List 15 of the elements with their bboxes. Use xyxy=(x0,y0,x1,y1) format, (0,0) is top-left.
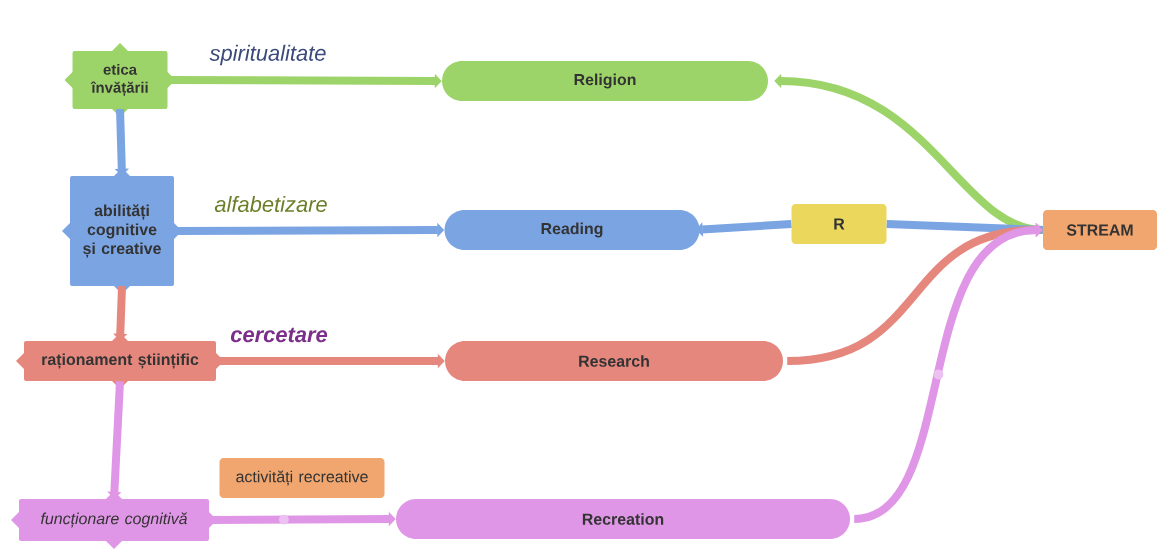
ribbon-arrow xyxy=(853,222,1043,523)
process-box: funcționare cognitivă xyxy=(11,491,217,549)
category-pill: Religion xyxy=(442,61,768,101)
process-box: raționament științific xyxy=(16,333,224,389)
process-box: etica învățării xyxy=(64,43,176,117)
label-box: STREAM xyxy=(1043,210,1157,250)
edge-label: spiritualitate xyxy=(209,44,326,66)
category-pill: Research xyxy=(445,341,783,381)
category-pill: Recreation xyxy=(396,499,850,539)
label-box: R xyxy=(791,204,887,244)
edge-label: cercetare xyxy=(230,327,328,343)
edge-label: alfabetizare xyxy=(214,195,327,213)
label-box: activități recreative xyxy=(219,458,385,498)
process-box: abilități cognitive și creative xyxy=(62,168,182,294)
category-pill: Reading xyxy=(444,210,700,250)
